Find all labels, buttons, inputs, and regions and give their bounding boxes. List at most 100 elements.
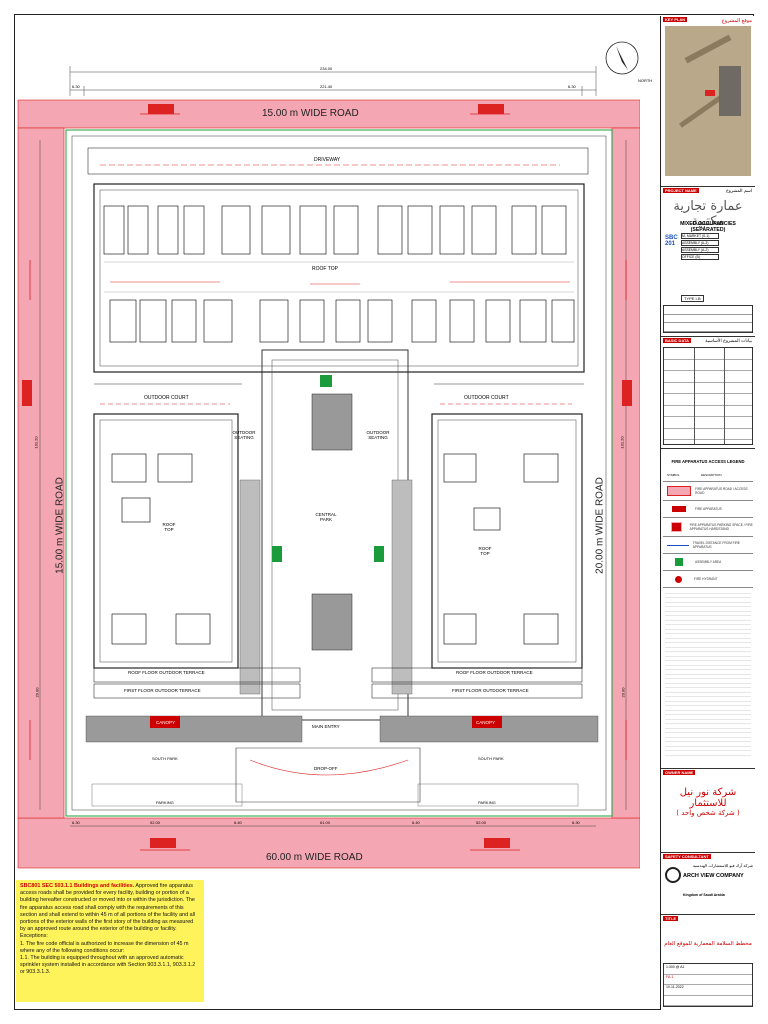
road-label-left: 15.00 m WIDE ROAD [54, 477, 66, 574]
dim-bottom-mid: 61.00 [320, 820, 331, 825]
key-plan-section: KEY PLAN موقع المشروع [661, 16, 755, 186]
driveway [87, 147, 589, 175]
site-boundary [65, 129, 613, 817]
legend-col-description: DESCRIPTION [701, 473, 722, 477]
title-tag: TITLE [663, 916, 679, 921]
central-stair-bottom [311, 593, 353, 651]
project-tag: PROJECT NAME [663, 188, 699, 193]
north-building-rooms [103, 205, 575, 343]
key-plan-arabic: موقع المشروع [721, 18, 752, 24]
drawing-title-arabic: مخطط السلامة المعمارية للموقع العام [664, 941, 752, 947]
label-driveway: DRIVEWAY [314, 157, 341, 163]
legend-text: TRAVEL DISTANCE FROM FIRE APPARATUS [692, 541, 740, 549]
legend-notes [665, 589, 751, 759]
north-building [93, 183, 585, 373]
label-roof-floor-terrace-right: ROOF FLOOR OUTDOOR TERRACE [456, 670, 533, 675]
site-plan [17, 41, 640, 869]
key-plan-tag: KEY PLAN [663, 17, 688, 22]
label-canopy-left: CANOPY [156, 720, 176, 725]
code-note-exception-1-1: 1.1. The building is equipped throughout… [20, 955, 196, 976]
dim-bottom-b: 52.00 [476, 820, 487, 825]
basic-data-table [663, 347, 753, 445]
code-note: SBC801 SEC 503.1.1 Buildings and facilit… [16, 880, 204, 1002]
label-roof-top-right: ROOF TOP [478, 546, 492, 556]
dim-bottom-right: 6.30 [572, 820, 580, 825]
dim-bottom-left: 6.30 [72, 820, 80, 825]
project-arabic-label: اسم المشروع [725, 189, 752, 194]
owner-arabic-sub: ( شركة شخص واحد ) [676, 809, 740, 817]
dim-top-left: 6.30 [72, 84, 80, 89]
legend-text: FIRE APPARATUS ROAD / ACCESS ROAD [695, 487, 748, 495]
travel-distance-icon [667, 544, 689, 546]
code-note-exceptions: Exceptions: [20, 933, 48, 940]
label-roof-top-center: ROOF TOP [312, 266, 338, 272]
label-parking-right: PARKING [478, 800, 496, 805]
left-road [17, 127, 65, 819]
legend-text: FIRE APPARATUS PARKING SPACE / FIRE APPA… [689, 523, 753, 531]
dim-right-seg: 20.00 [620, 687, 626, 698]
owner-section: OWNER NAME شركة نور نيل للاستثمار ( شركة… [661, 768, 755, 852]
fire-apparatus-icon [672, 506, 686, 512]
label-outdoor-court-left: OUTDOOR COURT [144, 395, 189, 401]
consultant-section: SAFETY CONSULTANT شركة آرك فيو للاستشارا… [661, 852, 755, 914]
scale-value: 1:300 @ A1 [666, 965, 685, 969]
label-central-park: CENTRAL PARK [315, 512, 337, 522]
drawing-date: 10-11-2022 [666, 985, 684, 989]
title-table: 1:300 @ A1 FA-1 10-11-2022 [663, 963, 753, 1007]
label-roof-floor-terrace-left: ROOF FLOOR OUTDOOR TERRACE [128, 670, 205, 675]
dim-left-seg: 20.00 [34, 687, 40, 698]
label-first-floor-terrace-right: FIRST FLOOR OUTDOOR TERRACE [452, 688, 529, 693]
label-outdoor-seating-left: OUTDOOR SEATING [232, 430, 256, 440]
road-label-top: 15.00 m WIDE ROAD [262, 108, 359, 119]
label-outdoor-seating-right: OUTDOOR SEATING [366, 430, 390, 440]
consultant-english: ARCH VIEW COMPANY [683, 873, 744, 879]
sbc-code: SBC 201 [665, 235, 678, 247]
project-english: MIXED OCCUPANCIES (SEPARATED) [680, 221, 736, 233]
legend-text: FIRE APPARATUS [695, 507, 722, 511]
occupancy-item: M- MARKET (S-1) [681, 233, 719, 239]
dim-top-right: 6.30 [568, 84, 576, 89]
owner-tag: OWNER NAME [663, 770, 696, 775]
road-label-bottom: 60.00 m WIDE ROAD [266, 852, 363, 863]
basic-data-arabic: بيانات المشروع الأساسية [705, 339, 752, 344]
legend-title: FIRE APPARATUS ACCESS LEGEND [671, 459, 745, 464]
consultant-country: Kingdom of Saudi Arabia [683, 893, 725, 897]
title-block: KEY PLAN موقع المشروع PROJECT NAME اسم ا… [660, 16, 755, 1010]
dim-top-total: 234.00 [320, 66, 333, 71]
label-first-floor-terrace-left: FIRST FLOOR OUTDOOR TERRACE [124, 688, 201, 693]
canopy-west [85, 715, 303, 743]
hardstand-icon [671, 522, 682, 532]
top-road [17, 99, 640, 129]
legend-item: FIRE APPARATUS ROAD / ACCESS ROAD FIRE A… [663, 481, 753, 588]
construction-type: TYPE I-B [681, 295, 704, 302]
legend-text: ASSEMBLY AREA [695, 560, 722, 564]
dim-bottom-c: 6.40 [234, 820, 242, 825]
dim-bottom-a: 52.00 [150, 820, 161, 825]
title-section: TITLE مخطط السلامة المعمارية للموقع العا… [661, 914, 755, 1010]
key-plan-map [665, 26, 751, 176]
label-outdoor-court-right: OUTDOOR COURT [464, 395, 509, 401]
legend-section: FIRE APPARATUS ACCESS LEGEND SYMBOL DESC… [661, 448, 755, 768]
label-north: NORTH [638, 78, 653, 83]
consultant-arabic: شركة آرك فيو للاستشارات الهندسية [692, 863, 753, 868]
legend-text: FIRE HYDRANT [694, 577, 718, 581]
road-label-right: 20.00 m WIDE ROAD [594, 477, 606, 574]
bottom-road [17, 817, 640, 869]
occupancy-item: OFFICE (B) [681, 254, 719, 260]
label-south-park-right: SOUTH PARK [478, 756, 504, 761]
code-note-heading: SBC801 SEC 503.1.1 Buildings and facilit… [20, 883, 135, 889]
north-arrow [605, 41, 639, 75]
label-canopy-right: CANOPY [476, 720, 496, 725]
label-south-park-left: SOUTH PARK [152, 756, 178, 761]
dim-top-mid: 221.40 [320, 84, 333, 89]
legend-col-symbol: SYMBOL [667, 473, 680, 477]
label-main-entry: MAIN ENTRY [312, 724, 340, 729]
central-stair-top [311, 393, 353, 451]
label-parking-left: PARKING [156, 800, 174, 805]
dim-left-total: 131.20 [33, 436, 39, 449]
label-roof-top-left: ROOF TOP [162, 522, 176, 532]
safety-consultant-tag: SAFETY CONSULTANT [663, 854, 711, 859]
fire-road-icon [667, 486, 692, 496]
assembly-area-icon [675, 558, 683, 566]
project-arabic: عمارة تجارية مكتبية [673, 199, 743, 229]
